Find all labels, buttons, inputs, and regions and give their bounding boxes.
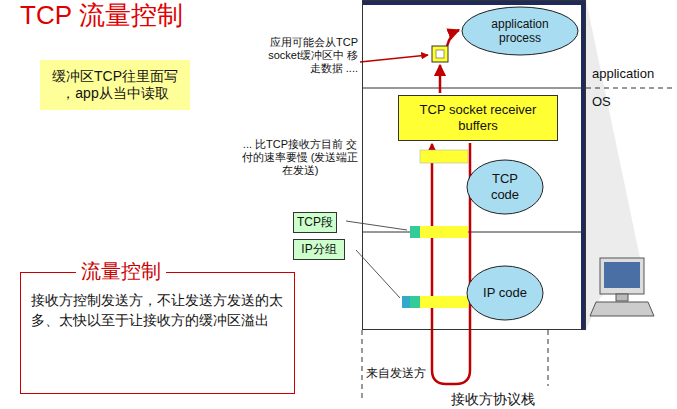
- data-bar: [420, 150, 468, 163]
- tag-box: IP分组: [293, 239, 345, 260]
- annotation-text: 来自发送方: [366, 366, 426, 380]
- box-heading: 流量控制: [76, 259, 166, 283]
- box-heading: 接收方协议栈: [433, 391, 553, 408]
- receiver-stack-box: 接收方协议栈application processTCP socket rece…: [362, 0, 586, 330]
- box-text: TCP socket receiver buffers: [413, 102, 543, 133]
- box-text: TCP code: [479, 171, 531, 202]
- data-flow-arrow: [432, 143, 470, 384]
- box-text: TCP段: [297, 215, 333, 229]
- text-holder: TCP段: [297, 215, 333, 229]
- segment-header: [410, 296, 420, 308]
- slide-title: TCP 流量控制: [20, 0, 183, 31]
- box-text: IP分组: [301, 242, 336, 256]
- flow-control-box: 流量控制接收方控制发送方，不让发送方发送的太多、太快以至于让接收方的缓冲区溢出: [20, 272, 295, 394]
- box-text: 缓冲区TCP往里面写 ，app从当中读取: [46, 68, 184, 102]
- layer-label: OS: [592, 94, 611, 110]
- layer-divider: [362, 232, 586, 233]
- text-holder: 缓冲区TCP往里面写 ，app从当中读取: [46, 68, 184, 102]
- buffer-box: TCP socket receiver buffers: [398, 95, 558, 141]
- note-box: 缓冲区TCP往里面写 ，app从当中读取: [40, 60, 190, 110]
- layer-divider: [586, 88, 672, 89]
- stack-dashed-edge: [362, 330, 363, 398]
- box-text: application process: [480, 17, 560, 46]
- segment-header: [410, 226, 420, 238]
- tag-box: TCP段: [293, 212, 337, 233]
- layer-divider: [362, 88, 586, 89]
- data-flow-arrow: [447, 30, 459, 46]
- text-holder: application process: [480, 17, 560, 46]
- layer-label: application: [592, 66, 654, 82]
- annotation-text: 应用可能会从TCP socket缓冲区中 移走数据 ....: [262, 36, 358, 76]
- process-ellipse: application process: [461, 6, 579, 56]
- annotation-text: ... 比TCP接收方目前 交付的速率要慢 (发送端正在发送): [240, 138, 360, 178]
- text-holder: IP分组: [301, 242, 336, 256]
- protocol-ellipse: IP code: [466, 265, 544, 321]
- computer-icon: [590, 258, 654, 316]
- data-flow-arrow: [439, 65, 442, 93]
- perspective-shade: [586, 0, 640, 330]
- stack-dashed-edge: [548, 330, 549, 386]
- protocol-ellipse: TCP code: [466, 159, 544, 215]
- box-text: 接收方控制发送方，不让发送方发送的太多、太快以至于让接收方的缓冲区溢出: [31, 291, 284, 330]
- box-text: IP code: [483, 285, 527, 301]
- leader-arrow: [360, 55, 428, 62]
- text-holder: TCP socket receiver buffers: [413, 102, 543, 133]
- segment-data: [420, 296, 468, 308]
- segment-data: [420, 226, 468, 238]
- packet-header: [402, 296, 410, 308]
- leader-line: [346, 221, 407, 230]
- text-holder: 流量控制接收方控制发送方，不让发送方发送的太多、太快以至于让接收方的缓冲区溢出: [31, 291, 284, 330]
- text-holder: TCP code: [479, 171, 531, 202]
- socket-symbol: [432, 46, 448, 62]
- socket-symbol: [436, 50, 444, 58]
- text-holder: IP code: [483, 285, 527, 301]
